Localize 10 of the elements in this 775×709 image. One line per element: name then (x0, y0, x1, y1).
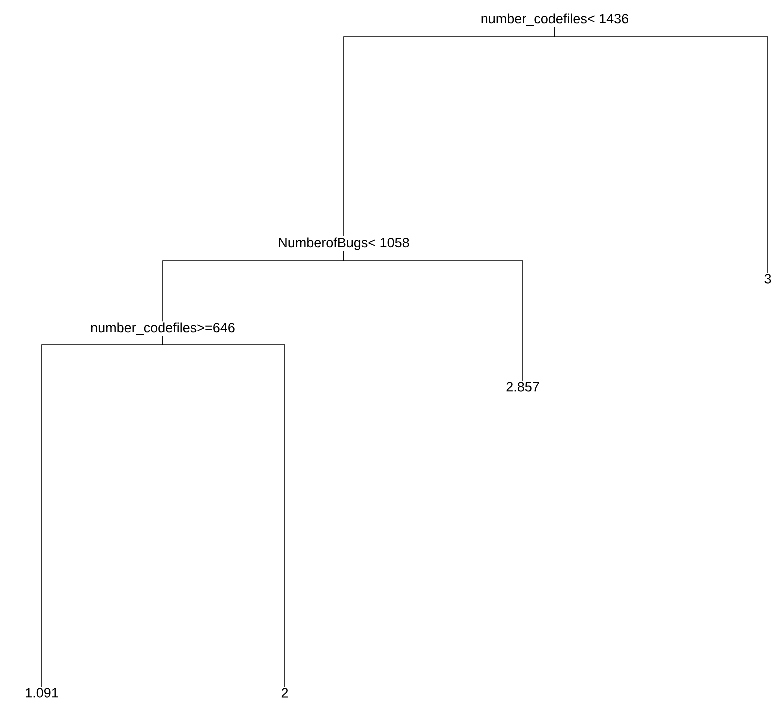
leaf-value: 3 (764, 274, 772, 284)
leaf-value: 2.857 (506, 382, 540, 392)
split-label: number_codefiles>=646 (91, 322, 235, 336)
split-label: NumberofBugs< 1058 (279, 238, 410, 250)
leaf-value: 2 (282, 688, 288, 698)
split-label: number_codefiles< 1436 (482, 14, 628, 26)
tree-branch (344, 251, 524, 382)
leaf-value: 1.091 (26, 688, 58, 698)
tree-branch (554, 27, 768, 274)
tree-branch (162, 336, 286, 688)
